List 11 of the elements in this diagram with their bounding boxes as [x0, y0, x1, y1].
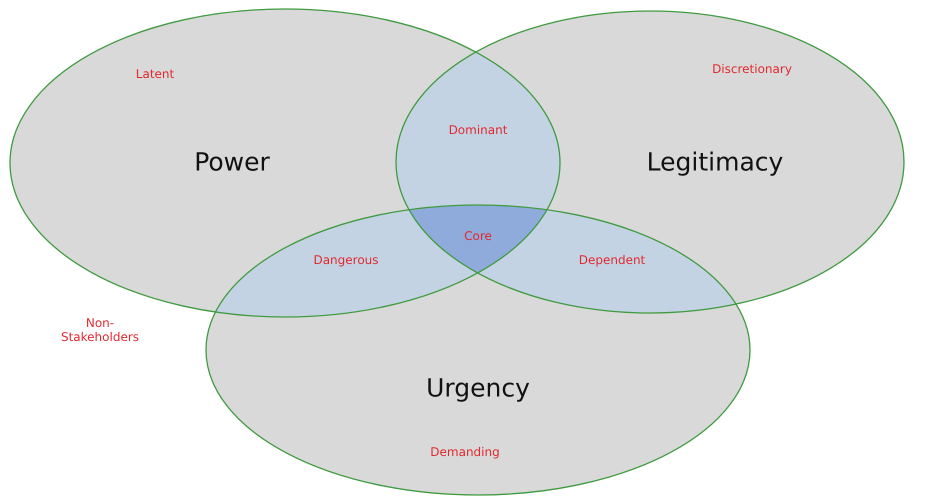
region-label: Discretionary — [712, 62, 792, 76]
region-label: Core — [463, 229, 493, 243]
region-label: Latent — [136, 67, 174, 81]
region-label: Demanding — [430, 445, 500, 459]
region-label: Non-Stakeholders — [60, 316, 140, 344]
region-label: Dependent — [578, 253, 646, 267]
region-label: Dominant — [448, 123, 508, 137]
set-title: Urgency — [426, 374, 530, 402]
set-title: Power — [194, 148, 270, 176]
region-label: Dangerous — [312, 253, 380, 267]
set-title: Legitimacy — [646, 148, 784, 176]
